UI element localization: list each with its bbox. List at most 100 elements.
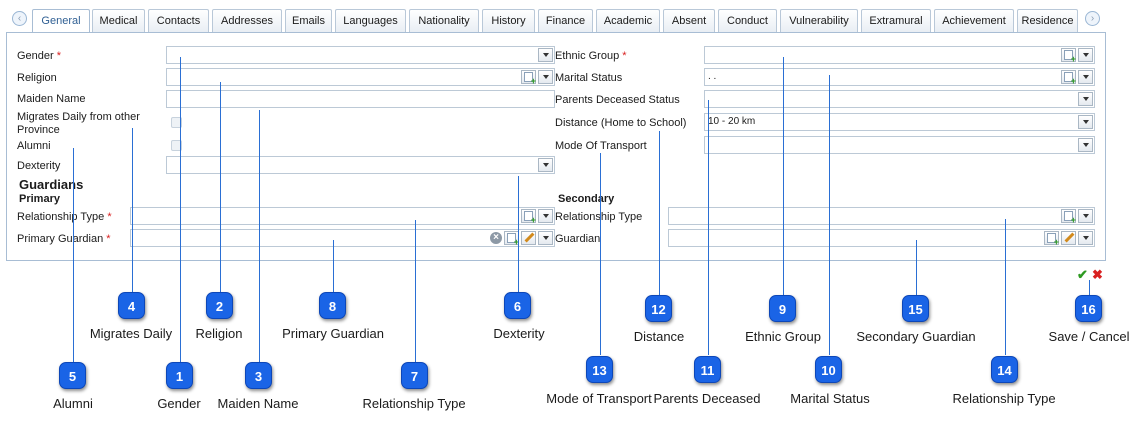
migrates-daily-checkbox[interactable]	[171, 117, 182, 128]
marital-status-label: Marital Status	[555, 72, 623, 84]
chevron-down-icon[interactable]	[538, 48, 553, 62]
distance-select[interactable]: 10 - 20 km	[704, 113, 1095, 131]
marital-status-select[interactable]: . .	[704, 68, 1095, 86]
tab-history[interactable]: History	[482, 9, 535, 32]
primary-guardian-select[interactable]: ×	[130, 229, 555, 247]
mode-of-transport-label: Mode Of Transport	[555, 140, 647, 152]
callout-caption: Primary Guardian	[282, 326, 384, 341]
migrates-daily-label: Migrates Daily from other Province	[17, 111, 140, 136]
tab-scroll-left-icon[interactable]: ‹	[12, 11, 27, 26]
leader-line	[829, 75, 830, 355]
religion-label: Religion	[17, 72, 57, 84]
tab-scroll-right-icon[interactable]: ›	[1085, 11, 1100, 26]
add-new-icon[interactable]	[1061, 70, 1076, 86]
clear-icon[interactable]: ×	[490, 232, 502, 244]
maiden-name-label: Maiden Name	[17, 93, 86, 105]
tab-contacts[interactable]: Contacts	[148, 9, 209, 32]
chevron-down-icon[interactable]	[538, 231, 553, 245]
callout-caption: Relationship Type	[952, 391, 1056, 406]
chevron-down-icon[interactable]	[538, 209, 553, 223]
callout-badge: 16	[1075, 295, 1102, 322]
chevron-down-icon[interactable]	[538, 70, 553, 84]
chevron-down-icon[interactable]	[1078, 115, 1093, 129]
tab-extramural[interactable]: Extramural	[861, 9, 931, 32]
mode-of-transport-select[interactable]	[704, 136, 1095, 154]
chevron-down-icon[interactable]	[1078, 209, 1093, 223]
tab-medical[interactable]: Medical	[92, 9, 145, 32]
distance-label: Distance (Home to School)	[555, 117, 687, 129]
callout-badge: 10	[815, 356, 842, 383]
callout-caption: Relationship Type	[362, 396, 466, 411]
tab-vulnerability[interactable]: Vulnerability	[780, 9, 858, 32]
add-new-icon[interactable]	[1061, 209, 1076, 225]
callout-badge: 5	[59, 362, 86, 389]
callout-badge: 11	[694, 356, 721, 383]
gender-label: Gender *	[17, 50, 62, 62]
callout-caption: Dexterity	[493, 326, 545, 341]
parents-deceased-select[interactable]	[704, 90, 1095, 108]
secondary-guardian-select[interactable]	[668, 229, 1095, 247]
chevron-down-icon[interactable]	[1078, 48, 1093, 62]
callout-caption: Gender	[157, 396, 201, 411]
chevron-down-icon[interactable]	[1078, 231, 1093, 245]
callout-badge: 2	[206, 292, 233, 319]
religion-select[interactable]	[166, 68, 555, 86]
tab-achievement[interactable]: Achievement	[934, 9, 1014, 32]
tab-finance[interactable]: Finance	[538, 9, 593, 32]
leader-line	[600, 153, 601, 355]
callout-caption: Secondary Guardian	[856, 329, 976, 344]
save-icon[interactable]: ✔	[1077, 267, 1088, 282]
add-new-icon[interactable]	[1044, 231, 1059, 247]
marital-status-value: . .	[708, 71, 717, 82]
secondary-relationship-label: Relationship Type	[555, 211, 643, 223]
chevron-down-icon[interactable]	[1078, 70, 1093, 84]
tab-nationality[interactable]: Nationality	[409, 9, 479, 32]
primary-relationship-select[interactable]	[130, 207, 555, 225]
chevron-down-icon[interactable]	[1078, 138, 1093, 152]
pencil-icon[interactable]	[521, 231, 536, 245]
callout-caption: Marital Status	[790, 391, 870, 406]
leader-line	[132, 128, 133, 293]
gender-select[interactable]	[166, 46, 555, 64]
leader-line	[415, 220, 416, 365]
add-new-icon[interactable]	[504, 231, 519, 247]
tab-general[interactable]: General	[32, 9, 90, 34]
callout-caption: Save / Cancel	[1048, 329, 1130, 344]
tab-emails[interactable]: Emails	[285, 9, 332, 32]
leader-line	[73, 148, 74, 365]
dexterity-select[interactable]	[166, 156, 555, 174]
chevron-down-icon[interactable]	[1078, 92, 1093, 106]
secondary-relationship-select[interactable]	[668, 207, 1095, 225]
distance-value: 10 - 20 km	[708, 116, 756, 127]
callout-badge: 7	[401, 362, 428, 389]
ethnic-group-label: Ethnic Group *	[555, 50, 627, 62]
add-new-icon[interactable]	[1061, 48, 1076, 64]
callout-caption: Alumni	[53, 396, 93, 411]
alumni-checkbox[interactable]	[171, 140, 182, 151]
leader-line	[180, 57, 181, 365]
pencil-icon[interactable]	[1061, 231, 1076, 245]
cancel-icon[interactable]: ✖	[1092, 267, 1103, 282]
general-form-panel: Gender * Religion Maiden Name Migrates D…	[6, 32, 1106, 261]
tab-languages[interactable]: Languages	[335, 9, 406, 32]
secondary-heading: Secondary	[558, 193, 615, 205]
maiden-name-input[interactable]	[166, 90, 555, 108]
tab-addresses[interactable]: Addresses	[212, 9, 282, 32]
callout-caption: Mode of Transport	[546, 391, 652, 406]
callout-badge: 14	[991, 356, 1018, 383]
tab-residence[interactable]: Residence	[1017, 9, 1078, 32]
leader-line	[518, 176, 519, 293]
leader-line	[333, 240, 334, 293]
callout-badge: 15	[902, 295, 929, 322]
ethnic-group-select[interactable]	[704, 46, 1095, 64]
tab-academic[interactable]: Academic	[596, 9, 660, 32]
callout-caption: Distance	[633, 329, 685, 344]
add-new-icon[interactable]	[521, 70, 536, 86]
add-new-icon[interactable]	[521, 209, 536, 225]
secondary-guardian-label: Guardian	[555, 233, 601, 245]
tab-absent[interactable]: Absent	[663, 9, 715, 32]
tab-conduct[interactable]: Conduct	[718, 9, 777, 32]
callout-caption: Religion	[195, 326, 243, 341]
chevron-down-icon[interactable]	[538, 158, 553, 172]
leader-line	[1089, 280, 1090, 295]
